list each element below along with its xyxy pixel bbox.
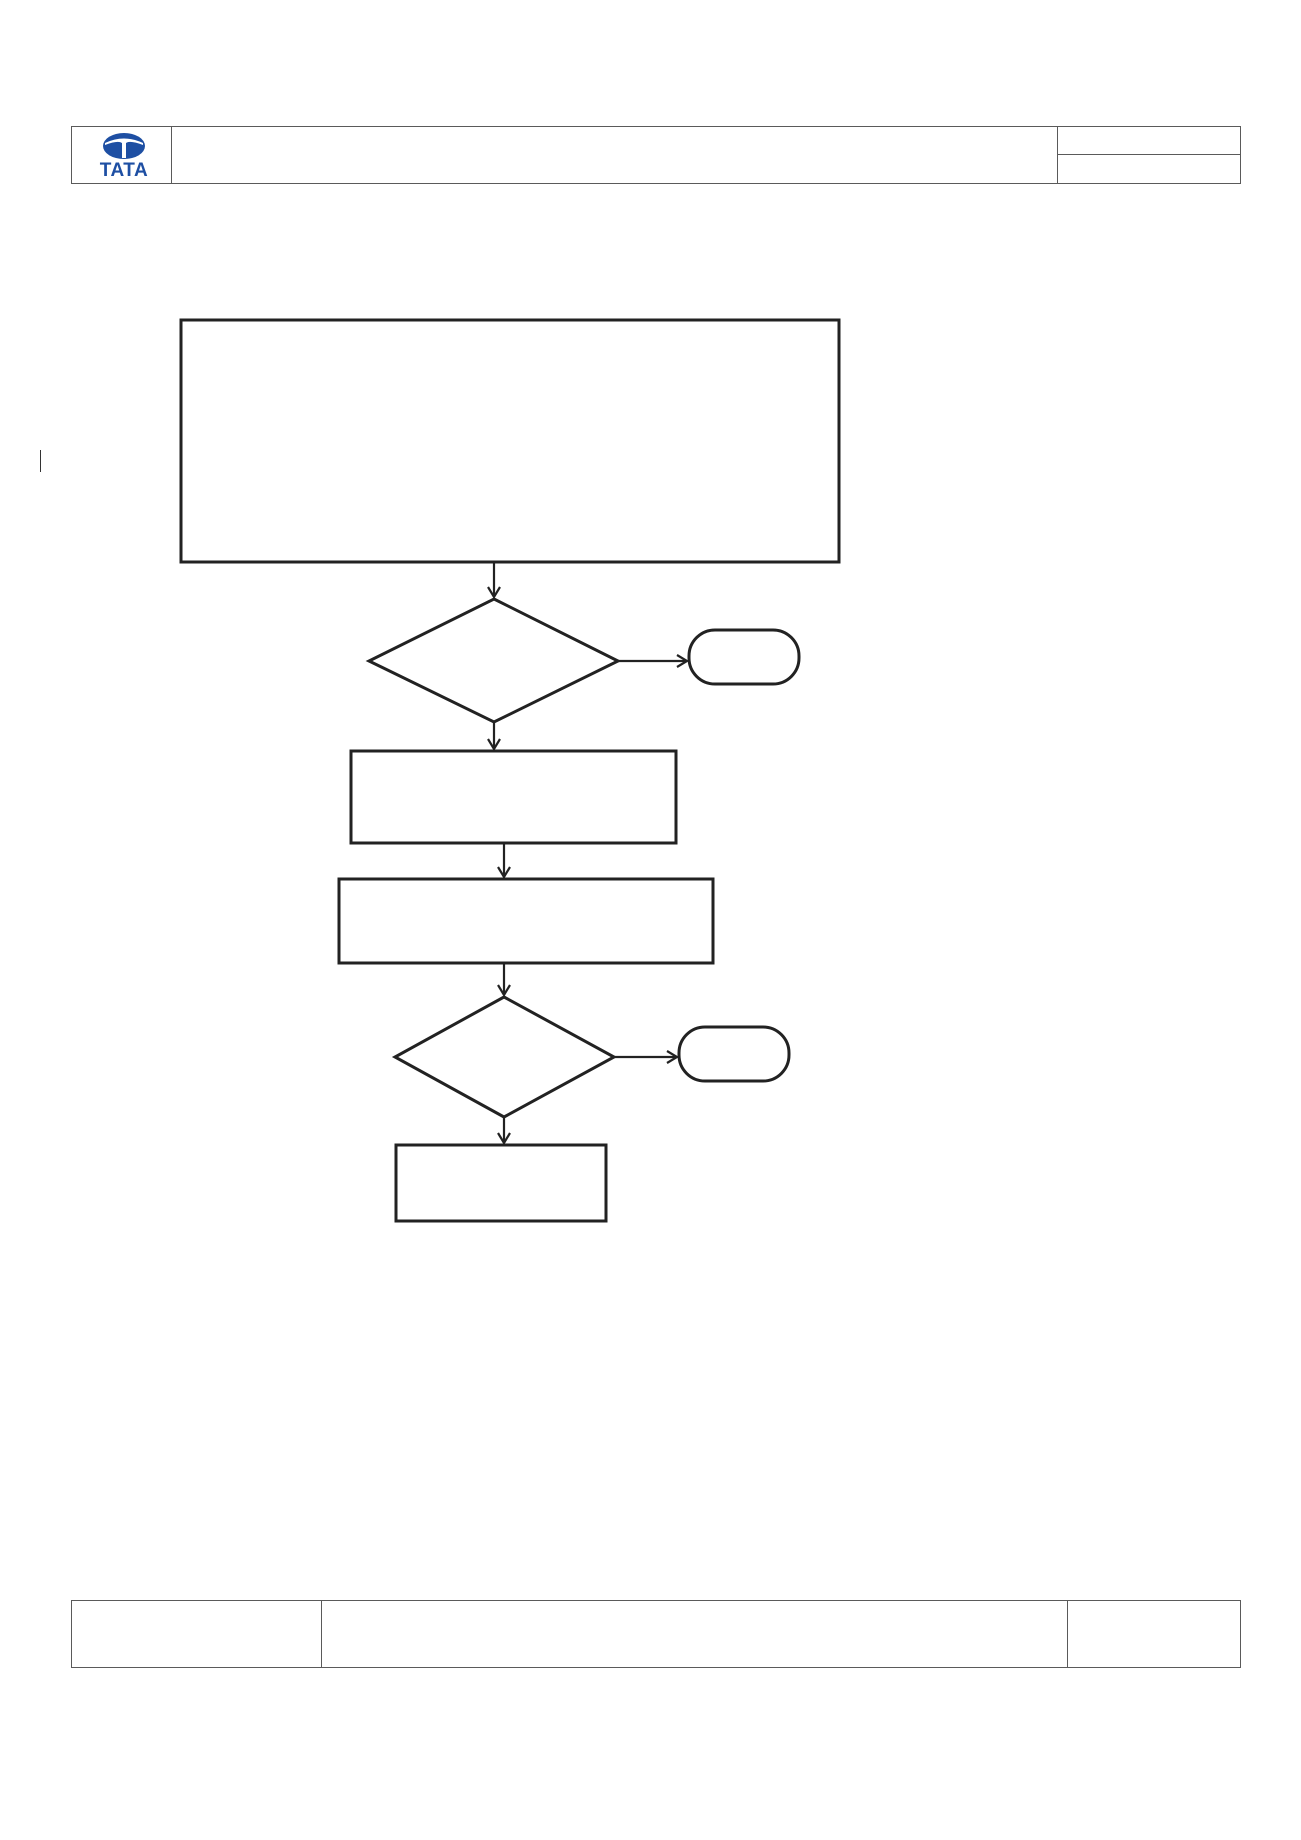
footer-middle-cell: [322, 1601, 1068, 1667]
logo-cell: TATA: [72, 127, 172, 183]
margin-mark: [40, 450, 41, 472]
footer-right-text: [1068, 1601, 1240, 1613]
logo-wordmark: TATA: [99, 160, 149, 181]
node-process-2: [349, 749, 678, 845]
node-terminal-2: [677, 1025, 791, 1083]
header-title-cell: [172, 127, 1058, 183]
node-terminal-1: [687, 628, 801, 686]
node-decision-2: [391, 995, 618, 1119]
node-process-3: [337, 877, 715, 965]
footer-right-cell: [1068, 1601, 1240, 1667]
footer-left-text: [72, 1601, 321, 1613]
node-process-top: [179, 318, 841, 564]
document-footer-table: [71, 1600, 1241, 1668]
header-meta-top-cell: [1058, 127, 1240, 155]
node-decision-1: [365, 597, 622, 724]
footer-middle-text: [322, 1601, 1067, 1613]
footer-left-cell: [72, 1601, 322, 1667]
document-header-table: TATA: [71, 126, 1241, 184]
tata-logo-icon: [103, 133, 145, 159]
node-process-4: [394, 1143, 608, 1223]
